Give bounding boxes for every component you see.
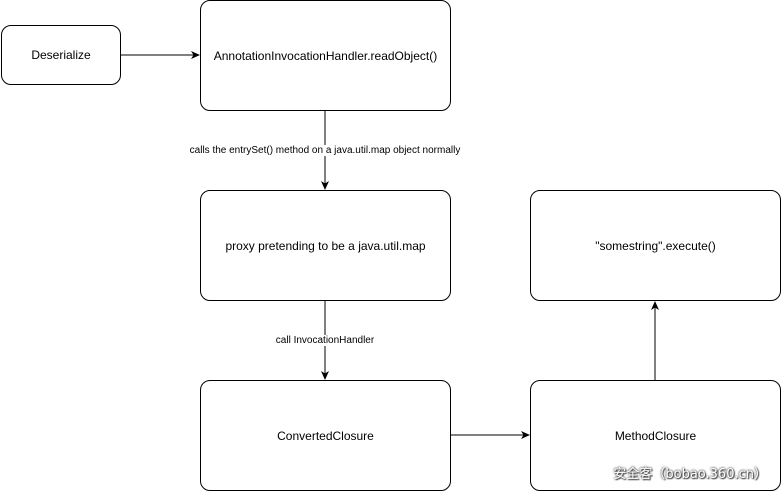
- annotation-invocation-handler-node: AnnotationInvocationHandler.readObject(): [200, 0, 451, 111]
- annotation-invocation-handler-label: AnnotationInvocationHandler.readObject(): [213, 48, 438, 63]
- proxy-map-label: proxy pretending to be a java.util.map: [225, 238, 426, 253]
- deserialize-node: Deserialize: [1, 25, 121, 85]
- entryset-edge-label: calls the entrySet() method on a java.ut…: [187, 145, 463, 156]
- execute-label: "somestring".execute(): [595, 238, 716, 253]
- invocation-handler-edge-label: call InvocationHandler: [273, 335, 377, 346]
- converted-closure-label: ConvertedClosure: [277, 428, 374, 443]
- execute-node: "somestring".execute(): [530, 190, 781, 301]
- proxy-map-node: proxy pretending to be a java.util.map: [200, 190, 451, 301]
- method-closure-label: MethodClosure: [614, 428, 697, 443]
- watermark: 安全客（bobao.360.cn）: [613, 467, 767, 482]
- deserialize-label: Deserialize: [31, 48, 91, 62]
- method-closure-node: MethodClosure: [530, 380, 781, 491]
- converted-closure-node: ConvertedClosure: [200, 380, 451, 491]
